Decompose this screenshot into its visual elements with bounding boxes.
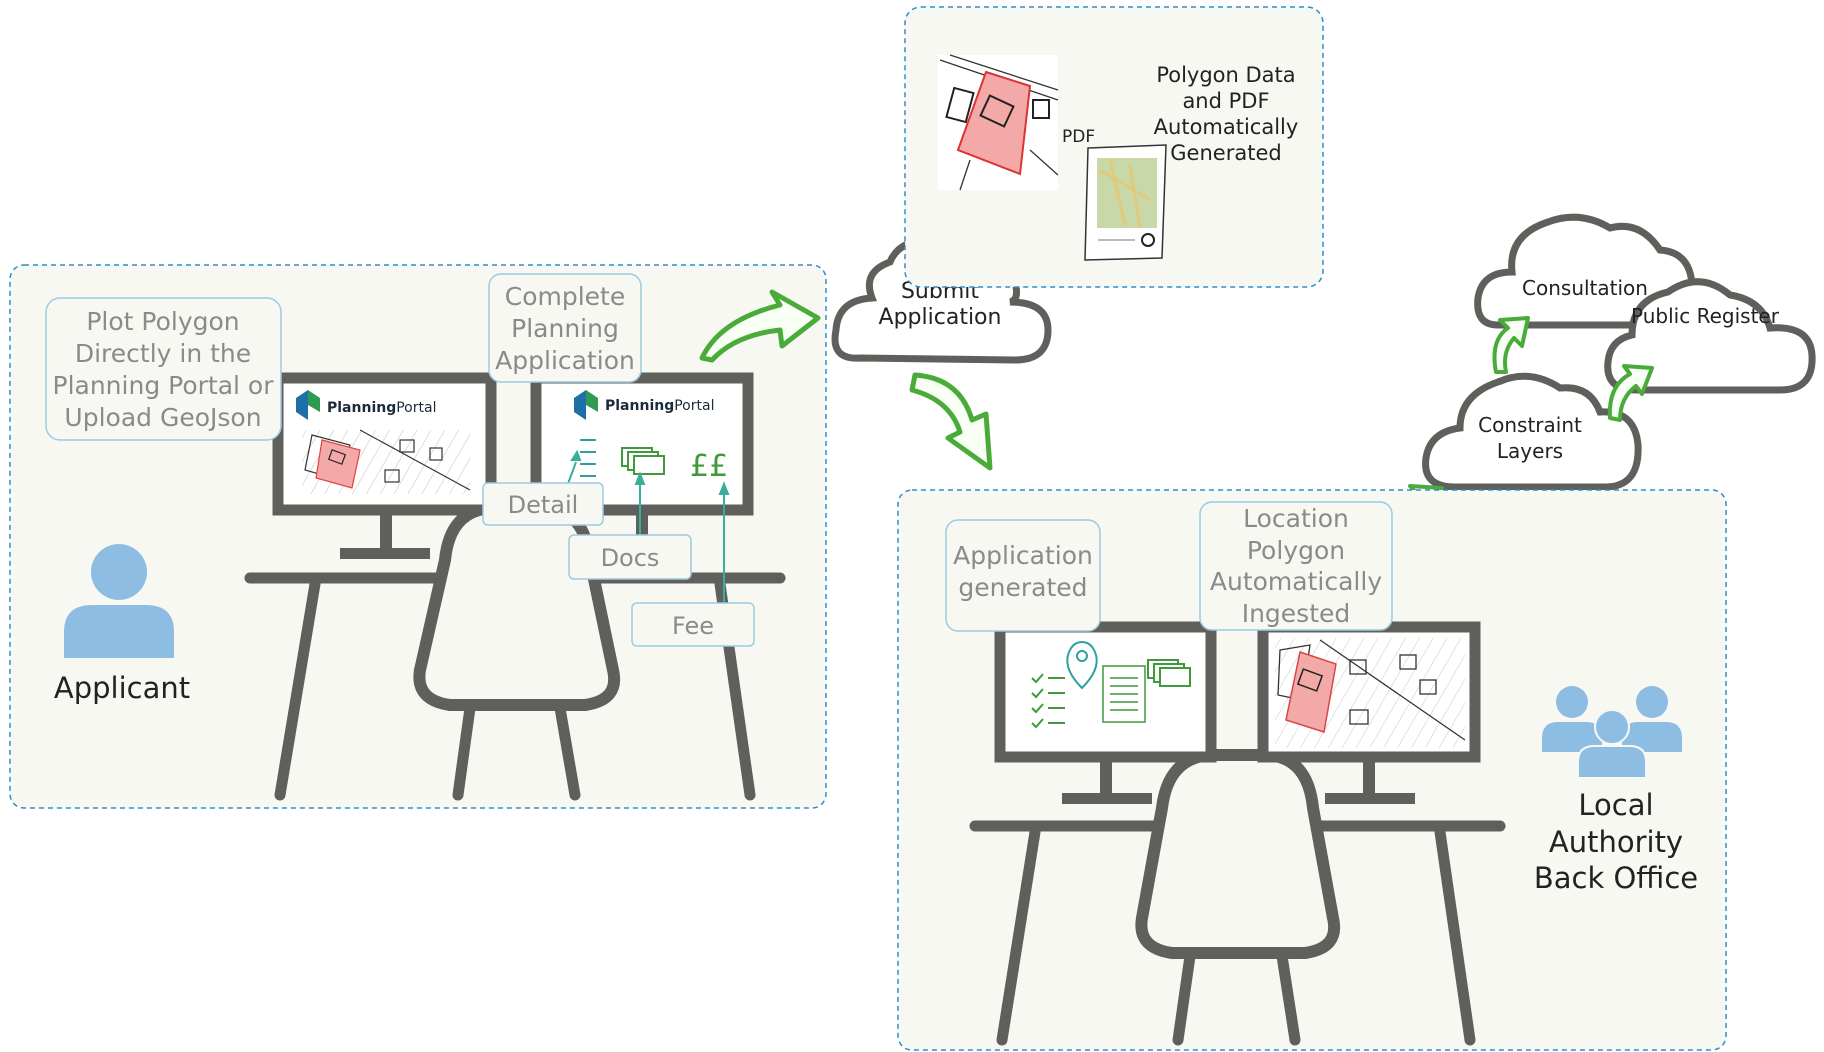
tag-detail-label: Detail xyxy=(508,491,579,519)
svg-text:££: ££ xyxy=(690,449,728,484)
svg-text:Plot Polygon: Plot Polygon xyxy=(86,307,239,336)
svg-text:Back Office: Back Office xyxy=(1534,861,1698,895)
applicant-person-icon xyxy=(64,544,174,658)
callout-complete-application: Complete Planning Application xyxy=(488,273,642,383)
callout-location-polygon: Location Polygon Automatically Ingested xyxy=(1199,501,1393,631)
site-map-thumbnail xyxy=(1275,638,1466,748)
tag-fee: Fee xyxy=(631,602,755,647)
documents-icon xyxy=(621,447,665,475)
arrow-to-submit-icon xyxy=(699,289,821,363)
svg-text:Automatically: Automatically xyxy=(1210,567,1382,596)
detail-list-icon xyxy=(580,439,596,477)
documents-stack-icon xyxy=(1147,659,1191,687)
location-pin-icon xyxy=(1066,640,1098,690)
svg-text:Local: Local xyxy=(1578,788,1653,822)
svg-text:Directly in the: Directly in the xyxy=(75,339,251,368)
tag-fee-label: Fee xyxy=(672,612,714,640)
svg-text:Complete: Complete xyxy=(505,282,625,311)
svg-text:Upload GeoJson: Upload GeoJson xyxy=(64,403,261,432)
document-icon xyxy=(1102,665,1146,723)
callout-plot-polygon: Plot Polygon Directly in the Planning Po… xyxy=(45,297,282,441)
consultation-cloud: Consultation xyxy=(1474,213,1696,329)
planning-portal-logo: PlanningPortal xyxy=(574,390,714,420)
tag-detail: Detail xyxy=(482,482,604,526)
generated-documents-panel: PDF Polygon Data and PDF Automatically G… xyxy=(904,6,1324,288)
svg-text:Automatically: Automatically xyxy=(1154,115,1299,139)
svg-text:Polygon: Polygon xyxy=(1247,536,1345,565)
pdf-document-image xyxy=(1084,144,1167,261)
logo-bold-text: Planning xyxy=(327,400,396,416)
public-register-cloud: Public Register xyxy=(1604,278,1816,394)
svg-text:Ingested: Ingested xyxy=(1242,599,1351,628)
applicant-panel: PlanningPortal PlanningPortal xyxy=(9,264,827,809)
svg-text:PlanningPortal: PlanningPortal xyxy=(327,400,436,416)
svg-text:Application: Application xyxy=(953,541,1093,570)
applicant-label: Applicant xyxy=(54,671,190,705)
arrow-to-consultation-icon xyxy=(1492,316,1530,374)
arrow-to-public-register-icon xyxy=(1607,364,1654,422)
svg-text:Polygon Data: Polygon Data xyxy=(1156,63,1295,87)
svg-text:Constraint: Constraint xyxy=(1478,413,1582,437)
callout-application-generated: Application generated xyxy=(945,519,1101,632)
pdf-label: PDF xyxy=(1062,127,1095,147)
site-map-thumbnail xyxy=(302,429,471,494)
pound-fee-icon: ££ xyxy=(690,449,728,484)
svg-text:Application: Application xyxy=(495,346,635,375)
svg-text:Planning: Planning xyxy=(511,314,619,343)
svg-text:PlanningPortal: PlanningPortal xyxy=(605,398,714,414)
checklist-icon xyxy=(1031,673,1065,729)
tag-docs: Docs xyxy=(568,534,692,580)
polygon-map-image xyxy=(938,54,1059,191)
svg-text:generated: generated xyxy=(958,573,1087,602)
arrow-to-back-office-icon xyxy=(909,372,993,471)
svg-text:Public Register: Public Register xyxy=(1631,304,1780,328)
back-office-monitor-right xyxy=(1257,621,1481,804)
svg-text:Layers: Layers xyxy=(1497,439,1563,463)
svg-text:and PDF: and PDF xyxy=(1182,89,1269,113)
back-office-desk xyxy=(969,749,1506,1046)
svg-text:Location: Location xyxy=(1243,504,1349,533)
constraint-layers-cloud: Constraint Layers xyxy=(1422,372,1642,491)
local-authority-group-icon xyxy=(1542,686,1682,779)
svg-text:Application: Application xyxy=(879,305,1002,330)
logo-light-text: Portal xyxy=(396,400,436,416)
svg-text:Planning Portal or: Planning Portal or xyxy=(53,371,275,400)
svg-text:Authority: Authority xyxy=(1549,825,1683,859)
back-office-panel: Application generated Location Polygon A… xyxy=(897,489,1727,1051)
applicant-monitor-left: PlanningPortal xyxy=(272,372,497,559)
tag-docs-label: Docs xyxy=(601,544,660,572)
svg-text:Consultation: Consultation xyxy=(1522,276,1648,300)
back-office-monitor-left xyxy=(994,621,1217,804)
svg-text:Generated: Generated xyxy=(1170,141,1281,165)
planning-portal-logo: PlanningPortal xyxy=(296,390,436,420)
